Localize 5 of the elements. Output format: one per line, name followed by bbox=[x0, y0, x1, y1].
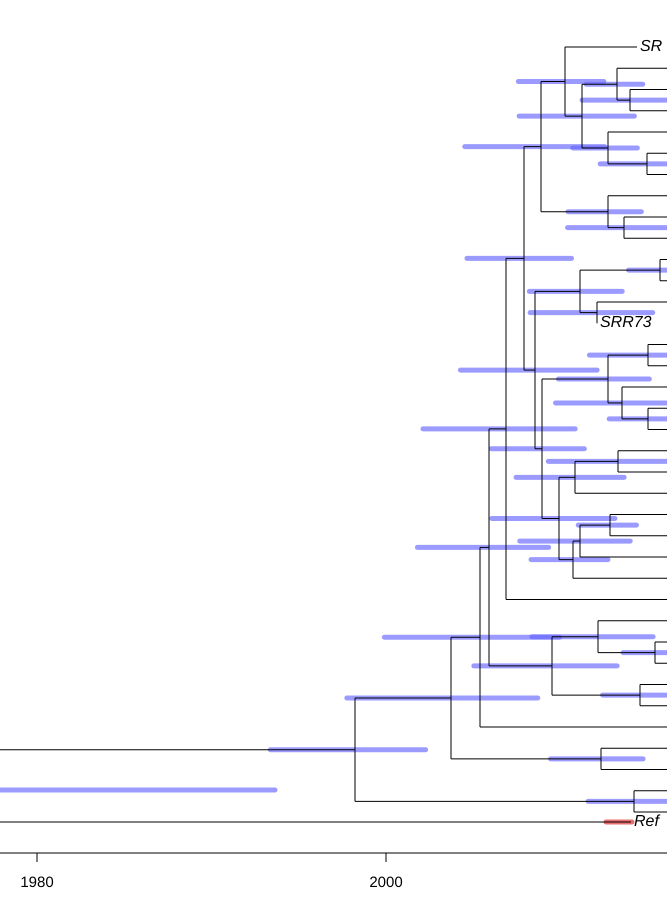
tip-label: SR bbox=[640, 38, 662, 56]
tip-label: SRR73 bbox=[600, 314, 652, 332]
axis-tick-label: 1980 bbox=[20, 874, 54, 891]
axis-tick-label: 2000 bbox=[369, 874, 403, 891]
tip-label: Ref bbox=[634, 813, 659, 831]
